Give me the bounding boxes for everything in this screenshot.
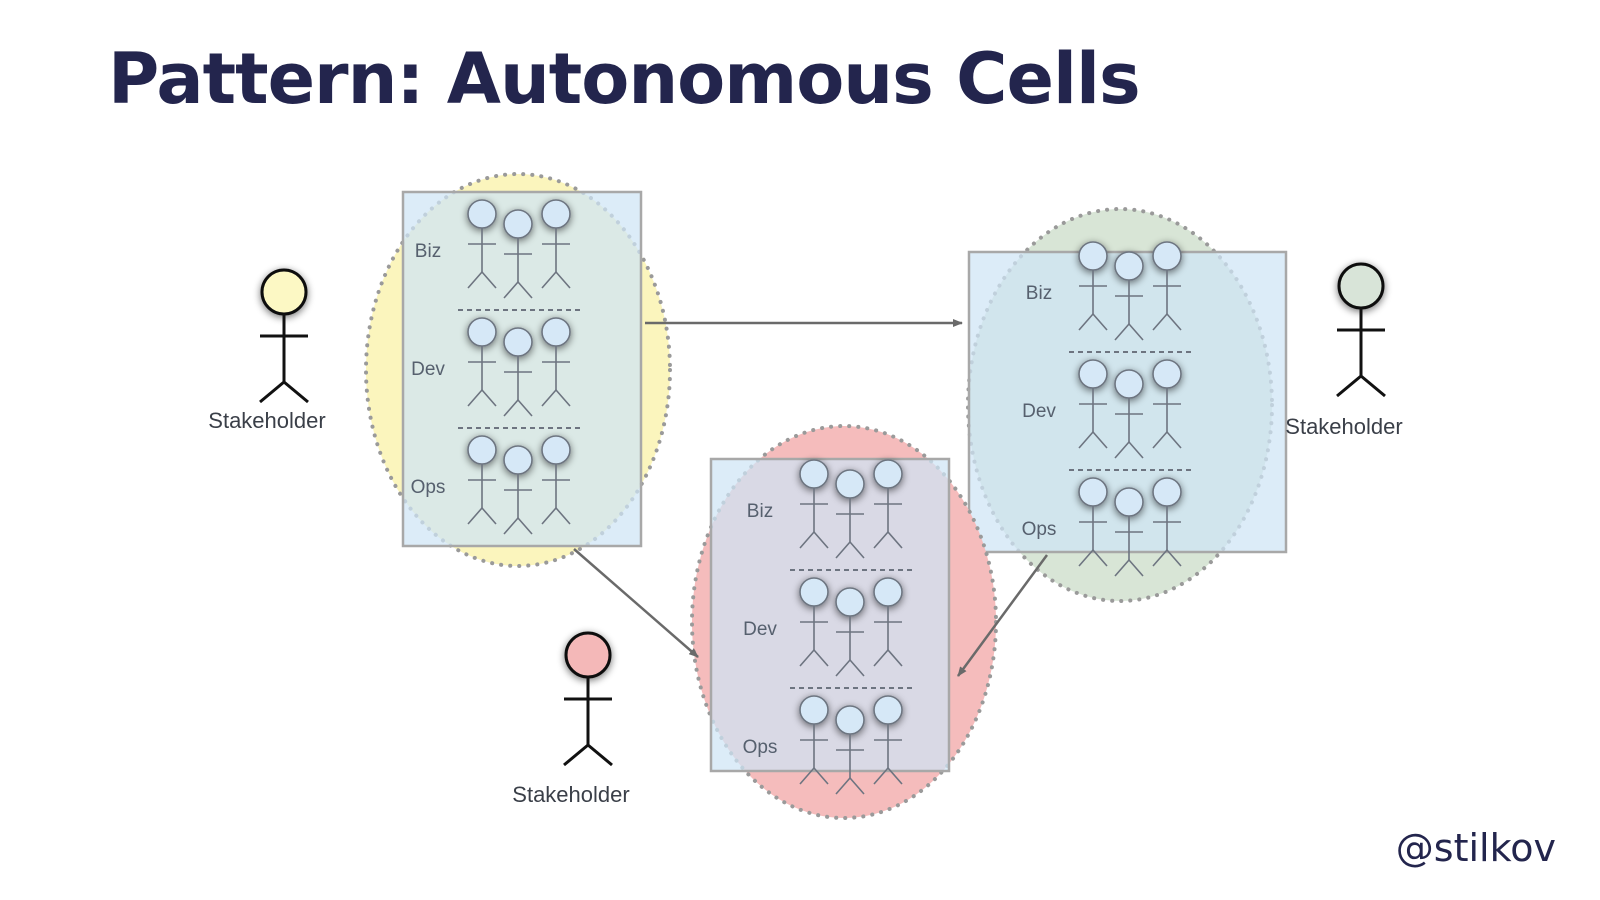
person-icon [1114, 487, 1144, 577]
person-icon [467, 199, 497, 289]
stakeholder-red: Stakeholder [512, 631, 630, 807]
person-icon [503, 445, 533, 535]
person-icon [503, 209, 533, 299]
person-icon [1114, 251, 1144, 341]
role-label: Biz [1026, 283, 1052, 304]
stakeholder-yellow: Stakeholder [208, 268, 326, 433]
arrow-cell2-to-cell3 [956, 554, 1049, 677]
stakeholder-label: Stakeholder [208, 408, 325, 433]
person-icon [1078, 477, 1108, 567]
role-label: Dev [1022, 401, 1056, 422]
person-icon [835, 587, 865, 677]
stakeholder-label: Stakeholder [1285, 414, 1402, 439]
role-label: Ops [411, 477, 446, 498]
team-box [709, 457, 951, 773]
person-icon [873, 459, 903, 549]
person-icon [503, 327, 533, 417]
person-icon [873, 695, 903, 785]
person-icon [835, 469, 865, 559]
role-label: Ops [743, 737, 778, 758]
person-icon [1078, 241, 1108, 331]
person-icon [799, 695, 829, 785]
person-icon [467, 317, 497, 407]
arrow-cell1-to-cell3 [573, 548, 699, 658]
stakeholder-green: Stakeholder [1285, 262, 1403, 439]
person-icon [1152, 477, 1182, 567]
author-handle: @stilkov [1395, 826, 1556, 870]
role-label: Biz [415, 241, 441, 262]
role-label: Dev [743, 619, 777, 640]
role-label: Dev [411, 359, 445, 380]
role-label: Biz [747, 501, 773, 522]
person-icon [835, 705, 865, 795]
page-title: Pattern: Autonomous Cells [108, 38, 1141, 120]
person-icon [799, 577, 829, 667]
team-box [401, 190, 643, 548]
stakeholder-label: Stakeholder [512, 782, 629, 807]
person-icon [467, 435, 497, 525]
person-icon [541, 199, 571, 289]
person-icon [1152, 241, 1182, 331]
person-icon [541, 317, 571, 407]
person-icon [541, 435, 571, 525]
person-icon [1114, 369, 1144, 459]
role-label: Ops [1022, 519, 1057, 540]
person-icon [799, 459, 829, 549]
person-icon [1078, 359, 1108, 449]
person-icon [1152, 359, 1182, 449]
person-icon [873, 577, 903, 667]
